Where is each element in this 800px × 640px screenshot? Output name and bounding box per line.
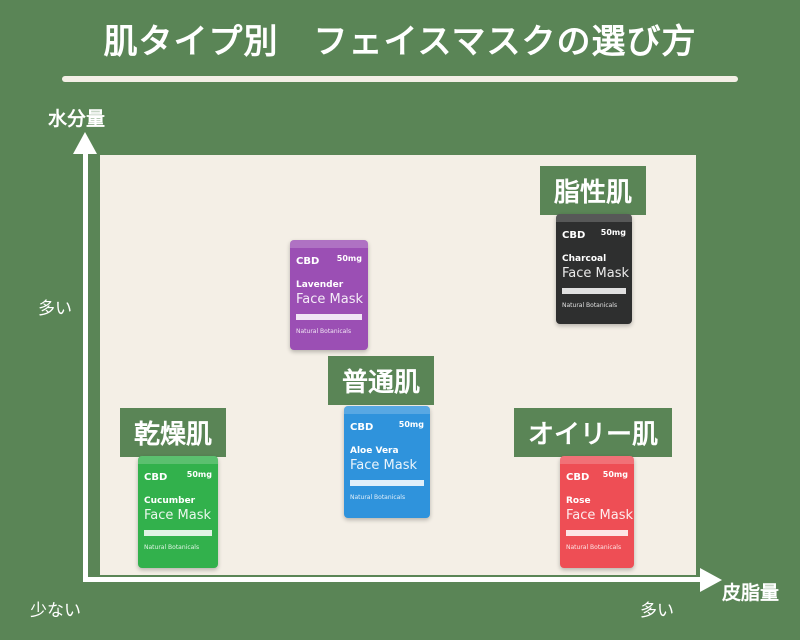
tag-normal-skin: 普通肌 bbox=[328, 356, 435, 405]
pack-brand: CBD bbox=[350, 422, 374, 433]
lavender-mask-pack: CBD 50mg Lavender Face Mask Natural Bota… bbox=[290, 240, 368, 350]
pack-dose: 50mg bbox=[336, 254, 362, 263]
y-axis-line bbox=[83, 150, 88, 582]
pack-brand: CBD bbox=[566, 472, 590, 483]
tag-combination-skin: オイリー肌 bbox=[514, 408, 673, 457]
x-axis-high-label: 多い bbox=[640, 601, 674, 621]
y-axis-high-label: 多い bbox=[38, 299, 72, 319]
pack-note: Natural Botanicals bbox=[562, 302, 618, 309]
x-axis-origin-label: 少ない bbox=[30, 601, 81, 621]
pack-dose: 50mg bbox=[398, 420, 424, 429]
x-axis-arrow bbox=[700, 568, 722, 592]
y-axis-arrow bbox=[73, 132, 97, 154]
pack-dose: 50mg bbox=[600, 228, 626, 237]
rose-mask-pack: CBD 50mg Rose Face Mask Natural Botanica… bbox=[560, 456, 634, 568]
pack-brand: CBD bbox=[562, 230, 586, 241]
pack-note: Natural Botanicals bbox=[144, 544, 200, 551]
pack-line: Face Mask bbox=[562, 266, 630, 281]
cucumber-mask-pack: CBD 50mg Cucumber Face Mask Natural Bota… bbox=[138, 456, 218, 568]
pack-dose: 50mg bbox=[602, 470, 628, 479]
pack-flavor: Lavender bbox=[296, 280, 344, 290]
pack-brand: CBD bbox=[296, 256, 320, 267]
title-underline bbox=[62, 76, 738, 82]
pack-note: Natural Botanicals bbox=[296, 328, 352, 335]
pack-line: Face Mask bbox=[144, 508, 212, 523]
tag-dry-skin: 乾燥肌 bbox=[120, 408, 227, 457]
pack-brand: CBD bbox=[144, 472, 168, 483]
pack-line: Face Mask bbox=[566, 508, 634, 523]
charcoal-mask-pack: CBD 50mg Charcoal Face Mask Natural Bota… bbox=[556, 214, 632, 324]
pack-line: Face Mask bbox=[296, 292, 364, 307]
pack-note: Natural Botanicals bbox=[566, 544, 622, 551]
x-axis-label: 皮脂量 bbox=[722, 582, 780, 604]
pack-flavor: Rose bbox=[566, 496, 591, 506]
pack-flavor: Aloe Vera bbox=[350, 446, 399, 456]
pack-flavor: Cucumber bbox=[144, 496, 196, 506]
tag-oily-skin: 脂性肌 bbox=[540, 166, 647, 215]
x-axis-line bbox=[83, 577, 703, 582]
pack-line: Face Mask bbox=[350, 458, 418, 473]
pack-dose: 50mg bbox=[186, 470, 212, 479]
pack-flavor: Charcoal bbox=[562, 254, 607, 264]
y-axis-label: 水分量 bbox=[48, 108, 106, 130]
pack-note: Natural Botanicals bbox=[350, 494, 406, 501]
aloe-vera-mask-pack: CBD 50mg Aloe Vera Face Mask Natural Bot… bbox=[344, 406, 430, 518]
page-title: 肌タイプ別 フェイスマスクの選び方 bbox=[103, 22, 697, 62]
